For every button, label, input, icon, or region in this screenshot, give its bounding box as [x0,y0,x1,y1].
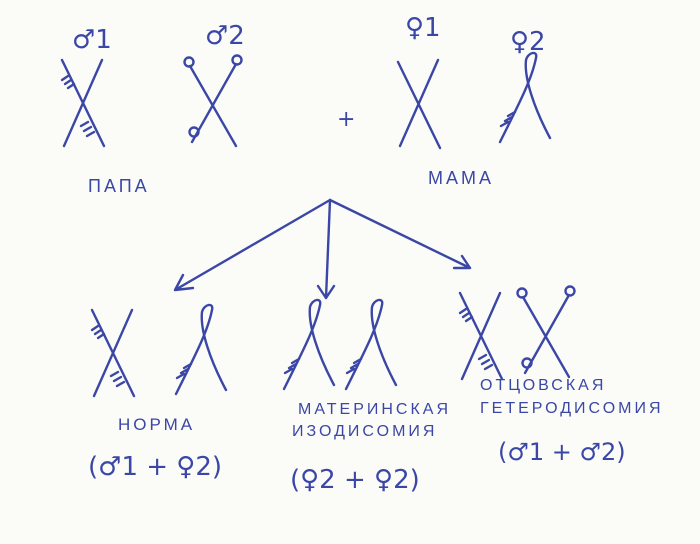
outcome-normal: НОРМА (♂1 + ♀2) [88,303,228,482]
normal-formula: (♂1 + ♀2) [88,452,222,482]
mother-chromosome-1 [396,58,442,150]
arrow-to-maternal [316,198,336,300]
father-label: ПАПА [88,176,150,196]
mother-label: МАМА [428,168,494,188]
plus-sign: + [337,107,355,132]
arrow-to-paternal [328,198,472,270]
mother-chromosome-2 [498,51,552,144]
normal-chromosome-mother [174,303,228,396]
mother-chromosome-2-label: ♀2 [510,27,546,57]
paternal-formula: (♂1 + ♂2) [498,438,626,466]
outcome-paternal-heterodisomy: ОТЦОВСКАЯ ГЕТЕРОДИСОМИЯ (♂1 + ♂2) [458,285,664,466]
paternal-chromosome-2 [516,285,576,379]
father-group: ♂1 ♂2 ПАПА [60,21,245,196]
father-chromosome-1 [60,58,106,148]
arrow-to-normal [173,198,332,292]
paternal-chromosome-1 [458,291,504,381]
mother-group: ♀1 ♀2 МАМА [396,13,552,188]
maternal-label-line1: МАТЕРИНСКАЯ [298,401,451,418]
maternal-chromosome-1 [282,298,336,391]
maternal-formula: (♀2 + ♀2) [290,465,420,495]
father-chromosome-2-label: ♂2 [205,21,245,51]
father-chromosome-2 [183,54,243,148]
paternal-label-line2: ГЕТЕРОДИСОМИЯ [480,400,664,417]
paternal-label-line1: ОТЦОВСКАЯ [480,377,606,394]
maternal-label-line2: ИЗОДИСОМИЯ [292,423,437,440]
arrows [173,198,472,300]
normal-chromosome-father [90,308,136,398]
normal-label: НОРМА [118,415,195,434]
mother-chromosome-1-label: ♀1 [405,13,441,43]
father-chromosome-1-label: ♂1 [72,25,112,55]
maternal-chromosome-2 [344,298,398,391]
outcome-maternal-isodisomy: МАТЕРИНСКАЯ ИЗОДИСОМИЯ (♀2 + ♀2) [282,298,451,495]
